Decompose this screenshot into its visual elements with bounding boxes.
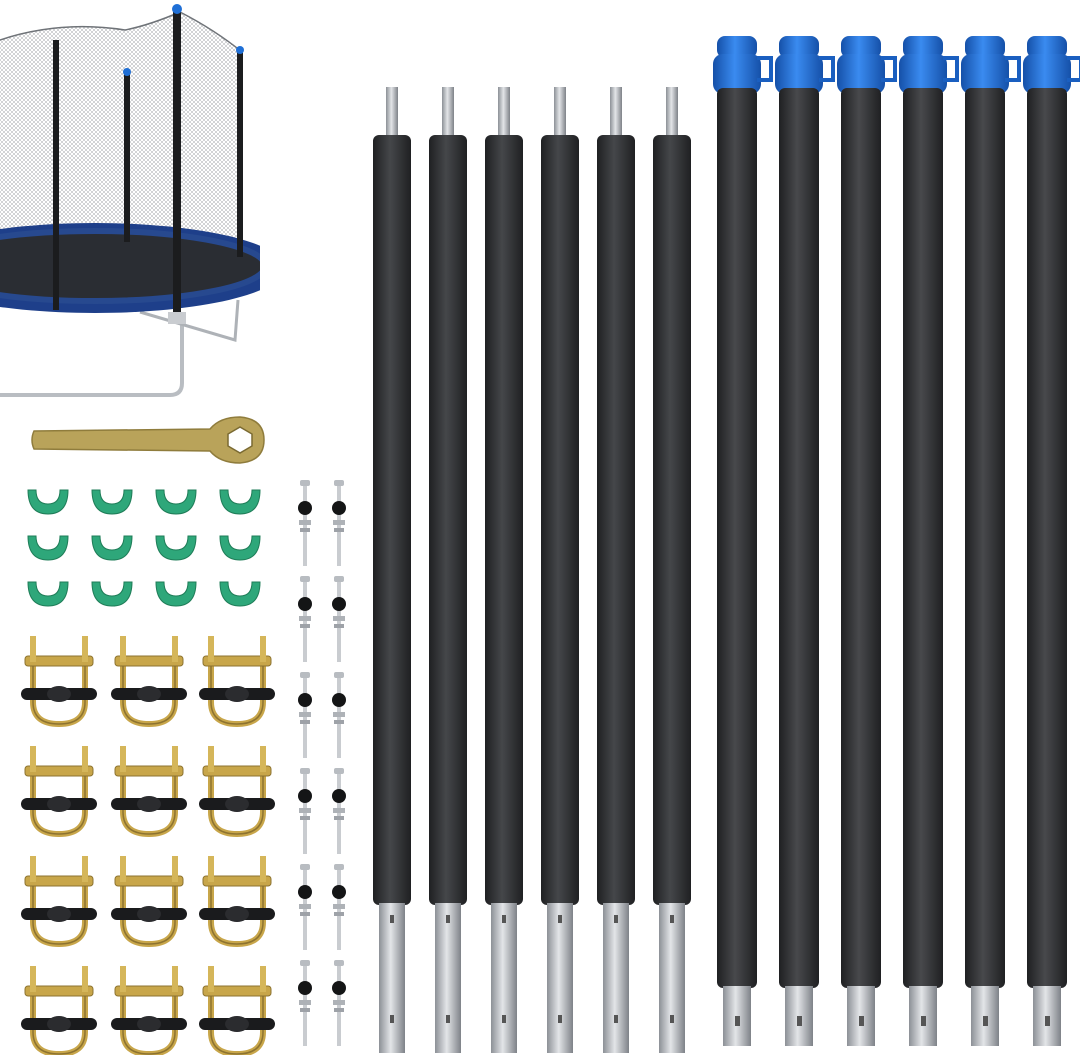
c-clips (20, 482, 270, 612)
wrench (30, 415, 266, 465)
upper-poles-with-caps (705, 28, 1080, 1053)
screws (290, 478, 360, 1048)
trampoline-preview (0, 0, 260, 405)
u-bolt-brackets (15, 630, 280, 1055)
lower-poles (365, 85, 700, 1055)
